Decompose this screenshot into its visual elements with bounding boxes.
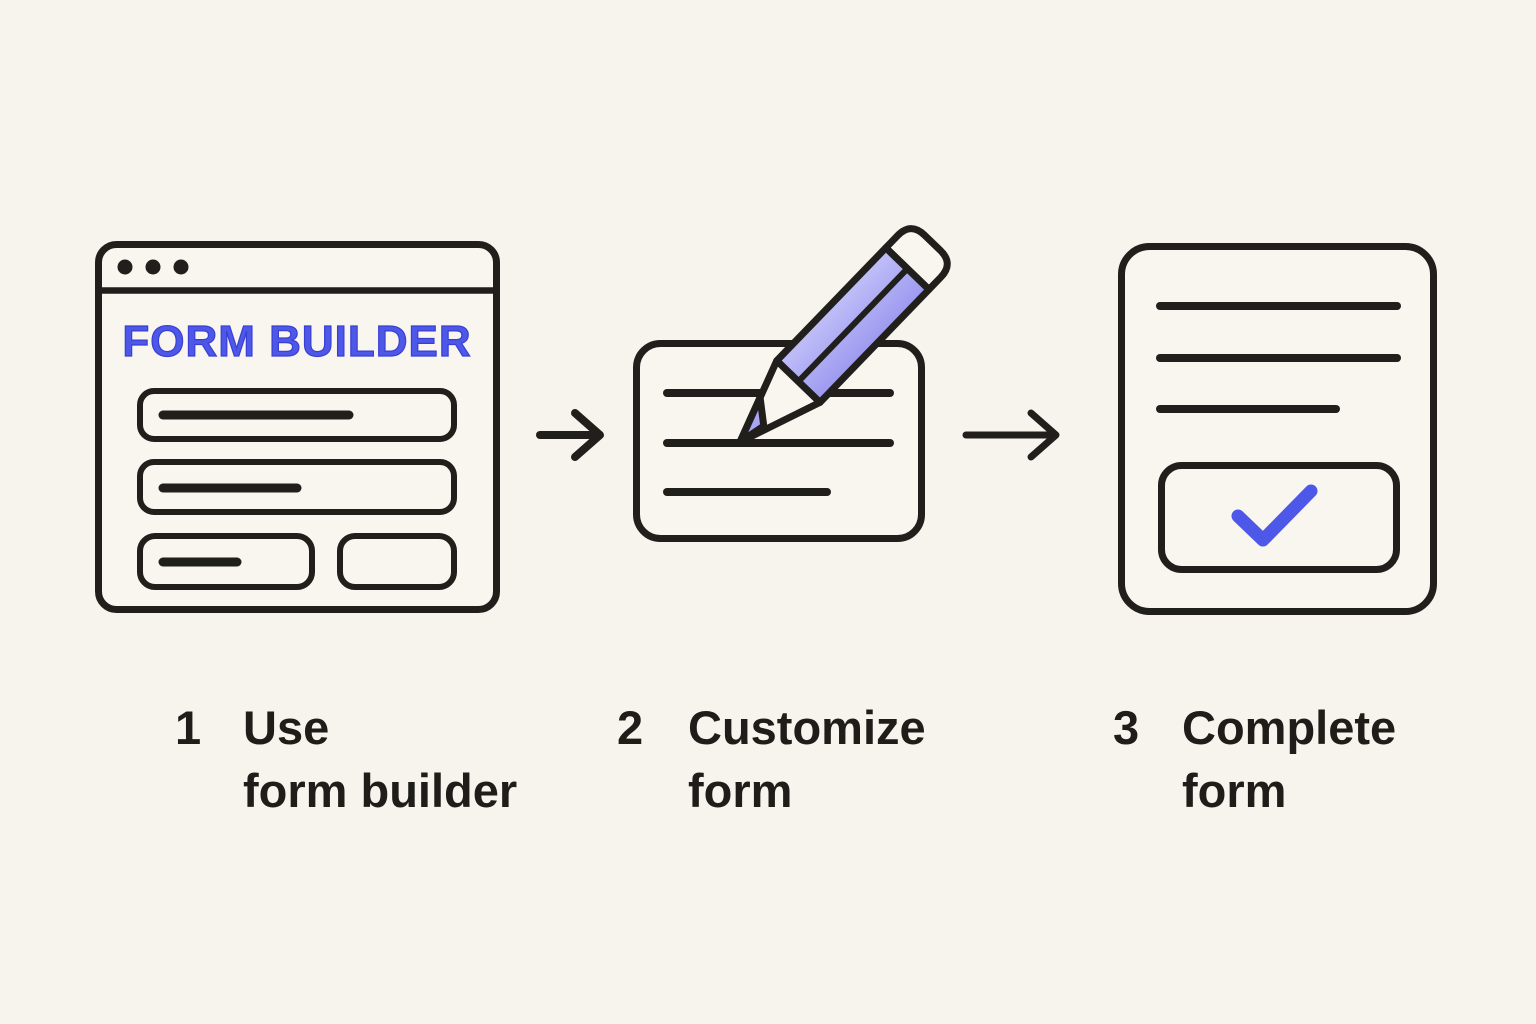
- window-frame: [95, 241, 500, 613]
- checkbox-button: [1158, 462, 1400, 573]
- window-dot: [117, 259, 133, 275]
- pencil-eraser: [882, 225, 951, 293]
- form-field-row: [137, 388, 457, 442]
- step-3-label-line1: Complete: [1182, 701, 1397, 754]
- step-3-label-line2: form: [1182, 764, 1287, 817]
- arrow-right-icon: [536, 409, 604, 461]
- form-field-row: [137, 459, 457, 515]
- pencil-graphite: [736, 393, 768, 446]
- window-dots: [117, 259, 189, 275]
- window-dot: [173, 259, 189, 275]
- document-icon: [1118, 243, 1437, 615]
- form-button: [137, 533, 315, 590]
- arrow-right-icon: [962, 409, 1060, 461]
- step-2-number: 2: [617, 701, 644, 754]
- form-button: [337, 533, 457, 590]
- browser-window-icon: [95, 241, 500, 613]
- step-1-number: 1: [175, 701, 202, 754]
- document-frame: [1118, 243, 1437, 615]
- step-2-label: Customize form: [688, 696, 926, 822]
- step-1-label: Use form builder: [243, 696, 517, 822]
- step-2-label-line1: Customize: [688, 701, 926, 754]
- window-dot: [145, 259, 161, 275]
- step-3-number: 3: [1113, 701, 1140, 754]
- pencil-icon: [736, 225, 951, 446]
- step-1-label-line2: form builder: [243, 764, 518, 817]
- step-3-label: Complete form: [1182, 696, 1396, 822]
- step-1-label-line1: Use: [243, 701, 330, 754]
- pencil-ridge: [796, 268, 908, 384]
- checkmark-icon: [1231, 484, 1318, 547]
- step-2-label-line2: form: [688, 764, 793, 817]
- form-builder-title: FORM BUILDER: [122, 316, 472, 366]
